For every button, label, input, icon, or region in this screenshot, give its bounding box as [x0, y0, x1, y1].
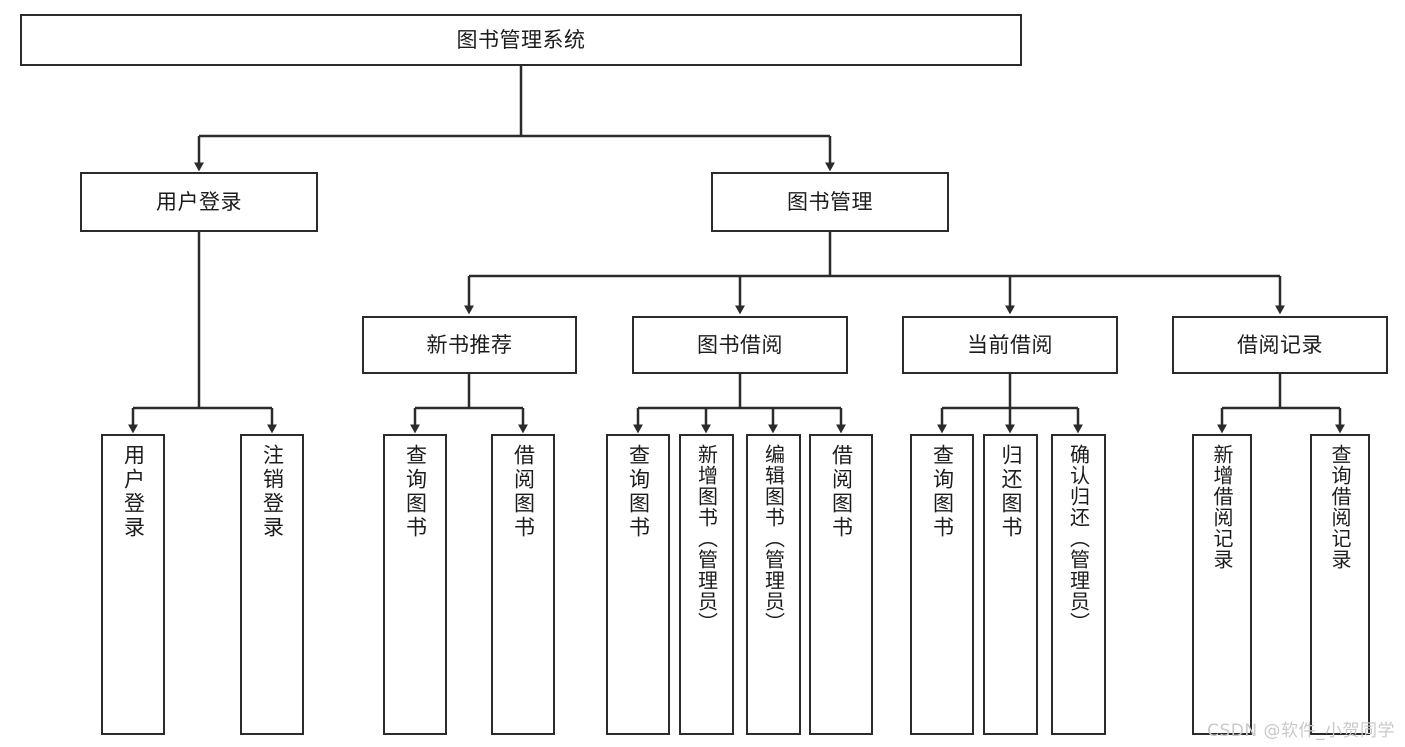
node-root-system[interactable]: 图书管理系统: [20, 14, 1022, 66]
node-leaf-query-book-bb[interactable]: 查询图书: [606, 434, 670, 735]
node-leaf-logout[interactable]: 注销登录: [240, 434, 304, 735]
node-leaf-query-borrow-record[interactable]: 查询借阅记录: [1310, 434, 1370, 735]
node-label: 新增图书（管理员）: [694, 444, 719, 633]
node-label: 借阅图书: [511, 444, 536, 540]
node-leaf-add-borrow-record[interactable]: 新增借阅记录: [1192, 434, 1252, 735]
node-leaf-query-book-cb[interactable]: 查询图书: [910, 434, 974, 735]
node-borrow-record[interactable]: 借阅记录: [1172, 316, 1388, 374]
node-leaf-edit-book-admin[interactable]: 编辑图书（管理员）: [746, 434, 801, 735]
node-book-borrow[interactable]: 图书借阅: [632, 316, 848, 374]
node-label: 查询图书: [626, 444, 651, 540]
node-label: 图书管理系统: [456, 27, 586, 52]
watermark-text: CSDN @软件_小贺同学: [1207, 721, 1395, 741]
node-label: 新增借阅记录: [1210, 444, 1234, 570]
node-current-borrow[interactable]: 当前借阅: [902, 316, 1118, 374]
node-label: 图书借阅: [697, 332, 783, 357]
node-leaf-user-login[interactable]: 用户登录: [101, 434, 165, 735]
node-label: 用户登录: [156, 189, 242, 214]
node-label: 借阅图书: [829, 444, 854, 540]
node-leaf-borrow-book-bb[interactable]: 借阅图书: [809, 434, 873, 735]
node-label: 查询借阅记录: [1328, 444, 1352, 570]
node-user-login[interactable]: 用户登录: [80, 172, 318, 232]
node-label: 当前借阅: [967, 332, 1053, 357]
node-new-book-recommend[interactable]: 新书推荐: [362, 316, 577, 374]
node-leaf-confirm-return-admin[interactable]: 确认归还（管理员）: [1051, 434, 1106, 735]
node-label: 查询图书: [403, 444, 428, 540]
node-label: 编辑图书（管理员）: [761, 444, 786, 633]
node-leaf-query-book-nb[interactable]: 查询图书: [383, 434, 447, 735]
node-label: 查询图书: [930, 444, 955, 540]
node-label: 注销登录: [260, 444, 285, 540]
node-leaf-return-book[interactable]: 归还图书: [983, 434, 1038, 735]
node-label: 借阅记录: [1237, 332, 1323, 357]
node-label: 新书推荐: [426, 332, 513, 357]
node-label: 归还图书: [999, 444, 1023, 540]
node-book-management[interactable]: 图书管理: [711, 172, 949, 232]
node-label: 图书管理: [787, 189, 873, 214]
node-label: 确认归还（管理员）: [1066, 444, 1091, 633]
node-leaf-borrow-book-nb[interactable]: 借阅图书: [491, 434, 555, 735]
node-leaf-add-book-admin[interactable]: 新增图书（管理员）: [679, 434, 734, 735]
node-label: 用户登录: [121, 444, 146, 540]
